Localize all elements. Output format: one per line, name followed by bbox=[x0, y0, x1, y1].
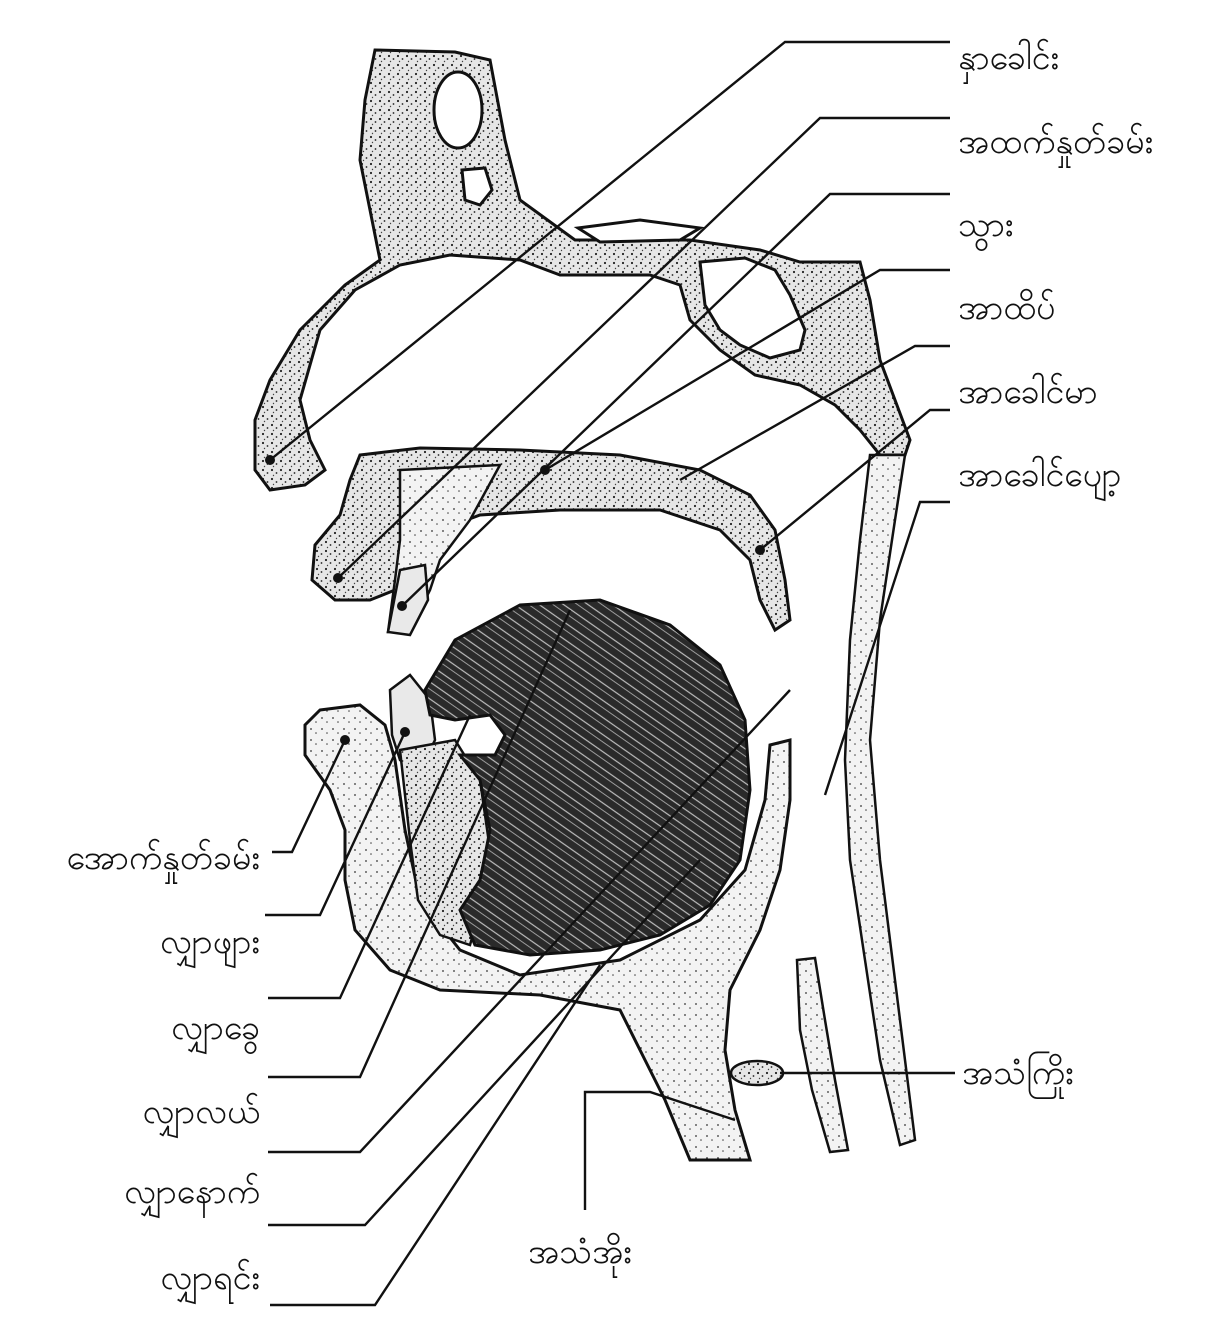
sinus-hole bbox=[432, 70, 484, 150]
vocal-cord-shape bbox=[729, 1059, 785, 1087]
label-tongue-middle: လျှာလယ် bbox=[142, 1092, 260, 1132]
leader-tongue-tip bbox=[265, 731, 407, 917]
leader-larynx bbox=[583, 1090, 736, 1210]
leader-nasal bbox=[269, 40, 950, 461]
label-soft-palate: အာခေါင်ပျော့ bbox=[958, 455, 1122, 495]
label-alveolar-ridge: အာထိပ် bbox=[958, 288, 1056, 328]
label-upper-lip: အထက်နှုတ်ခမ်း bbox=[958, 122, 1154, 162]
label-larynx: အသံအိုး bbox=[528, 1232, 632, 1272]
label-hard-palate: အာခေါင်မာ bbox=[958, 372, 1098, 412]
leader-soft-palate-2 bbox=[823, 500, 950, 796]
label-lower-lip: အောက်နှုတ်ခမ်း bbox=[66, 838, 260, 878]
leader-tongue-root-b bbox=[270, 964, 602, 1307]
label-teeth: သွား bbox=[958, 205, 1014, 245]
leader-tongue-blade bbox=[268, 714, 472, 1000]
label-tongue-root: လျှာရင်း bbox=[160, 1258, 260, 1298]
leader-lower-lip bbox=[272, 739, 347, 854]
leader-tongue-middle bbox=[268, 609, 572, 1079]
label-tongue-back: လျှာနောက် bbox=[124, 1172, 260, 1212]
label-nasal-cavity: နှာခေါင်း bbox=[958, 38, 1060, 78]
pharynx-wall bbox=[843, 453, 917, 1147]
nasal-bone-shape bbox=[253, 48, 912, 492]
label-tongue-tip: လျှာဖျား bbox=[160, 922, 260, 962]
leader-teeth bbox=[401, 192, 950, 607]
label-tongue-blade: လျှာခွေ bbox=[171, 1008, 260, 1048]
leader-upper-lip bbox=[337, 116, 950, 579]
turbinate-outline bbox=[573, 218, 705, 244]
epiglottis bbox=[795, 956, 850, 1154]
leader-soft-palate bbox=[759, 408, 950, 551]
label-vocal-cords: အသံကြိုး bbox=[962, 1053, 1074, 1093]
leader-tongue-back bbox=[268, 689, 791, 1154]
leader-alveolar bbox=[544, 268, 950, 472]
sphenoid-cavity bbox=[698, 256, 807, 360]
tongue-shape bbox=[423, 598, 752, 957]
sinus-hole-small bbox=[460, 166, 494, 207]
leader-hard-palate bbox=[679, 344, 950, 482]
